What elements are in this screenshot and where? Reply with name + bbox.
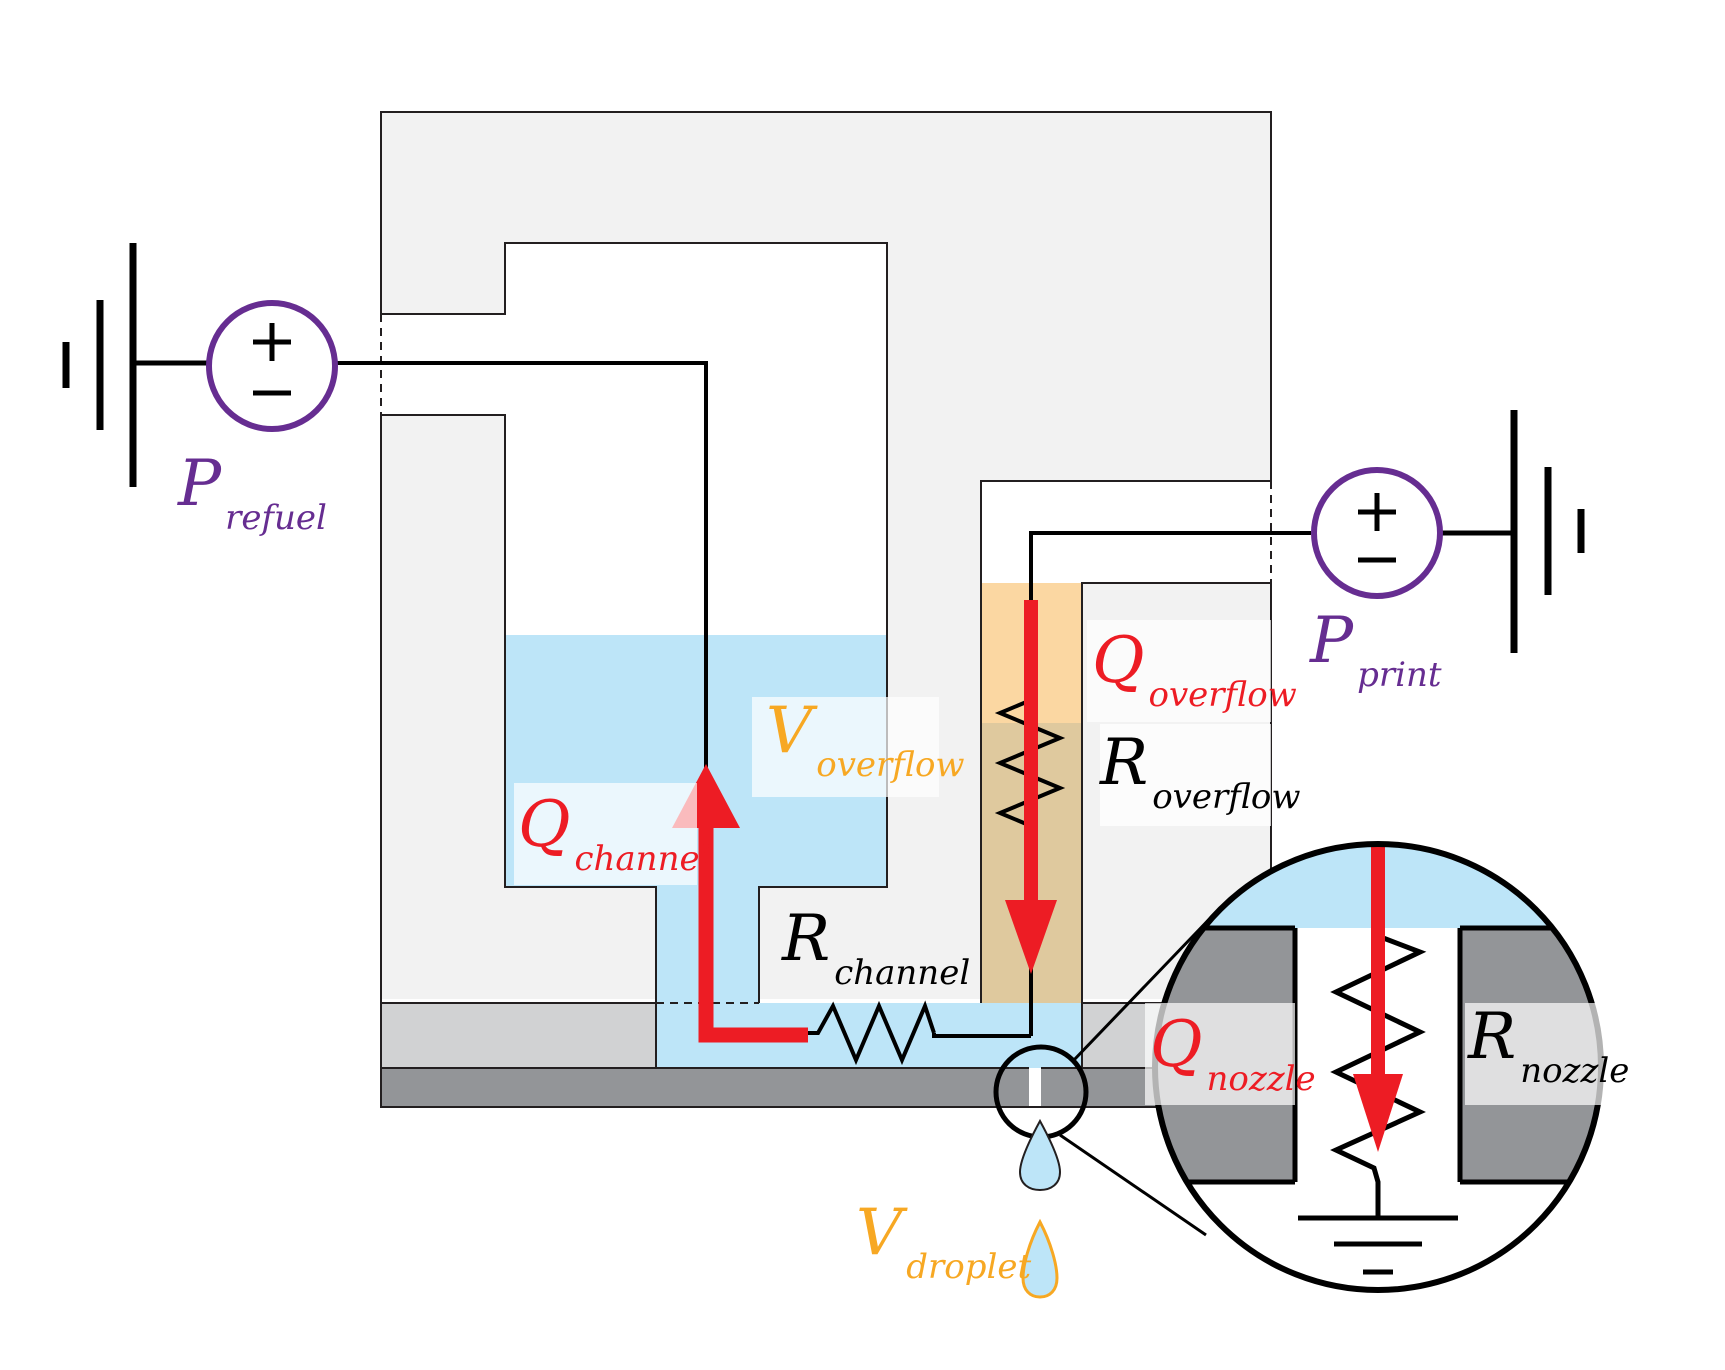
refuel-wire (337, 361, 708, 770)
nozzle-hole (1029, 1068, 1041, 1107)
circuit-wires (337, 361, 1311, 1066)
base-plate-dark (381, 1068, 1271, 1107)
zoom-connector (1059, 1133, 1207, 1237)
pressure-source-icon (1311, 467, 1443, 599)
q-overflow-arrow (1005, 600, 1057, 974)
overflow-resistor (994, 600, 1066, 970)
ground-icon (1298, 1215, 1458, 1275)
nozzle-resistor (1330, 928, 1427, 1218)
print-wire (1029, 531, 1311, 600)
channel-resistor (808, 1000, 936, 1066)
p-refuel-source (62, 243, 338, 487)
channel-node-wire (932, 1033, 1031, 1038)
droplet-icon (1018, 1118, 1062, 1192)
label-backdrops (514, 620, 1605, 1105)
droplet-icon (1021, 1218, 1059, 1299)
p-print-source (1311, 410, 1585, 653)
zoom-connector (1071, 908, 1220, 1063)
pressure-source-icon (206, 300, 338, 432)
